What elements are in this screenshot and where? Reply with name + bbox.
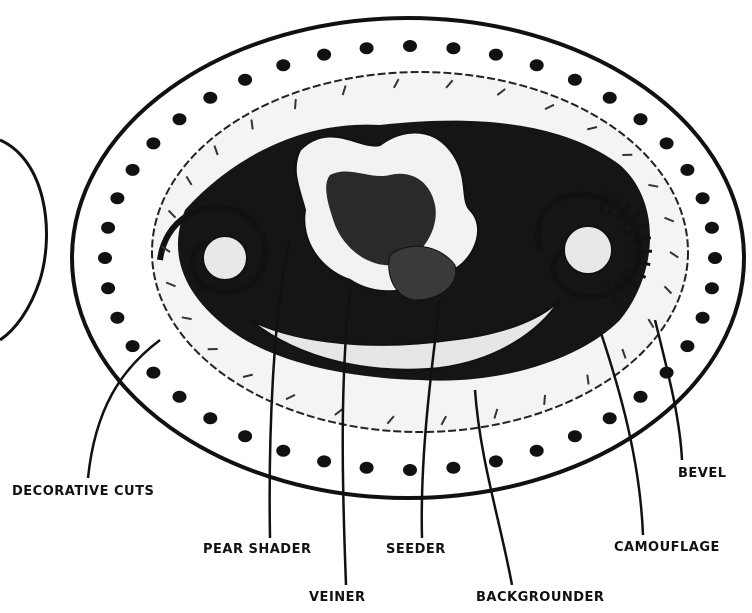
border-dot [705,222,719,234]
border-dot [489,49,503,61]
border-dot [98,252,112,264]
border-dot [530,59,544,71]
border-dot [696,312,710,324]
label-bevel: BEVEL [678,466,727,481]
left-scroll-center [203,236,247,280]
border-dot [634,113,648,125]
border-dot [173,391,187,403]
border-dot [276,445,290,457]
border-dot [146,367,160,379]
border-dot [110,192,124,204]
border-dot [317,455,331,467]
border-dot [446,42,460,54]
border-dot [110,312,124,324]
border-dot [680,340,694,352]
border-dot [360,42,374,54]
border-dot [603,92,617,104]
label-decorative-cuts: DECORATIVE CUTS [12,484,154,499]
border-dot [317,49,331,61]
decorative-cut [295,99,296,109]
border-dot [238,430,252,442]
label-backgrounder: BACKGROUNDER [476,590,604,605]
right-scroll-center [564,226,612,274]
border-dot [568,74,582,86]
border-dot [696,192,710,204]
border-dot [705,282,719,294]
label-veiner: VEINER [309,590,366,605]
border-dot [530,445,544,457]
border-dot [101,222,115,234]
label-pear-shader: PEAR SHADER [203,542,312,557]
border-dot [126,340,140,352]
border-dot [446,462,460,474]
border-dot [203,412,217,424]
border-dot [101,282,115,294]
border-dot [603,412,617,424]
border-dot [203,92,217,104]
label-camouflage: CAMOUFLAGE [614,540,720,555]
border-dot [680,164,694,176]
border-dot [489,455,503,467]
border-dot [568,430,582,442]
border-dot [173,113,187,125]
border-dot [634,391,648,403]
border-dot [276,59,290,71]
border-dot [126,164,140,176]
label-seeder: SEEDER [386,542,446,557]
border-dot [660,137,674,149]
border-dot [360,462,374,474]
border-dot [403,40,417,52]
decorative-cut [587,375,588,385]
border-dot [146,137,160,149]
adjacent-circle-arc [0,140,47,340]
border-dot [403,464,417,476]
decorative-cut [544,395,545,405]
decorative-cut [251,120,252,130]
border-dot [238,74,252,86]
border-dot [708,252,722,264]
